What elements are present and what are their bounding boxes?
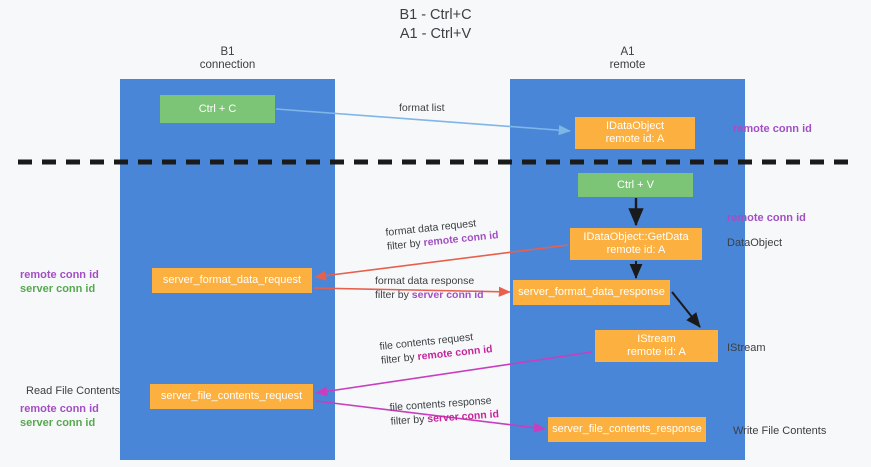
node-ctrl-c-line1: Ctrl + C bbox=[198, 102, 237, 115]
side-label-conn-ids-lower-remote: remote conn id bbox=[20, 403, 99, 415]
node-ctrl-c[interactable]: Ctrl + C bbox=[160, 95, 275, 123]
lane-header-b1-name: B1 bbox=[220, 46, 235, 58]
node-fmt-req-label: server_format_data_request bbox=[162, 274, 302, 286]
side-label-conn-ids-lower-server: server conn id bbox=[20, 417, 96, 429]
side-label-conn-ids-upper: remote conn id server conn id bbox=[20, 268, 99, 296]
node-istream-line1: IStream bbox=[637, 333, 676, 345]
node-ctrl-v[interactable]: Ctrl + V bbox=[578, 173, 693, 197]
side-label-read-file-contents-text: Read File Contents bbox=[26, 385, 121, 397]
node-server-format-data-response[interactable]: server_format_data_response bbox=[513, 280, 670, 305]
side-label-conn-ids-upper-remote: remote conn id bbox=[20, 269, 99, 281]
side-label-dataobject-text: DataObject bbox=[727, 237, 783, 249]
page-title: B1 - Ctrl+C A1 - Ctrl+V bbox=[0, 6, 871, 44]
edge-label-format-data-request: format data request filter by remote con… bbox=[385, 214, 499, 254]
edge-label-format-data-response: format data response filter by server co… bbox=[375, 274, 484, 302]
highlight-server-conn-id-2: server conn id bbox=[426, 408, 500, 426]
node-getdata-line1: IDataObject::GetData bbox=[583, 231, 689, 243]
node-fmt-resp-label: server_format_data_response bbox=[518, 286, 665, 298]
node-server-format-data-request[interactable]: server_format_data_request bbox=[152, 268, 312, 293]
edge-label-file-contents-request: file contents request filter by remote c… bbox=[379, 328, 493, 368]
node-idataobject-line1: IDataObject bbox=[605, 120, 665, 132]
edge-label-format-data-response-filter: filter by server conn id bbox=[375, 289, 484, 301]
node-server-file-contents-request[interactable]: server_file_contents_request bbox=[150, 384, 313, 409]
lane-header-b1: B1 connection bbox=[120, 46, 335, 76]
title-line-1: B1 - Ctrl+C bbox=[399, 7, 472, 23]
node-file-resp-label: server_file_contents_response bbox=[552, 423, 702, 435]
side-label-remote-conn-id-top-text: remote conn id bbox=[733, 123, 812, 135]
node-getdata-line2: remote id: A bbox=[606, 244, 666, 256]
side-label-istream: IStream bbox=[727, 341, 766, 355]
node-idataobject[interactable]: IDataObject remote id: A bbox=[575, 117, 695, 149]
side-label-remote-conn-id-mid-text: remote conn id bbox=[727, 212, 806, 224]
lane-header-b1-role: connection bbox=[199, 59, 256, 71]
node-istream-line2: remote id: A bbox=[627, 346, 686, 358]
node-file-req-label: server_file_contents_request bbox=[160, 390, 303, 402]
side-label-conn-ids-lower: remote conn id server conn id bbox=[20, 402, 99, 430]
side-label-remote-conn-id-top: remote conn id bbox=[733, 122, 812, 136]
edge-label-format-list: format list bbox=[399, 101, 445, 115]
title-line-2: A1 - Ctrl+V bbox=[399, 26, 472, 42]
node-ctrl-v-line1: Ctrl + V bbox=[617, 178, 654, 191]
lane-header-a1: A1 remote bbox=[510, 46, 745, 76]
side-label-write-file-contents-text: Write File Contents bbox=[733, 425, 827, 437]
edge-label-file-contents-response: file contents response filter by server … bbox=[389, 393, 499, 429]
side-label-conn-ids-upper-server: server conn id bbox=[20, 283, 96, 295]
edge-label-format-data-response-text: format data response bbox=[375, 275, 475, 287]
node-server-file-contents-response[interactable]: server_file_contents_response bbox=[548, 417, 706, 442]
node-idataobject-line2: remote id: A bbox=[605, 133, 665, 145]
side-label-write-file-contents: Write File Contents bbox=[733, 424, 826, 438]
highlight-server-conn-id: server conn id bbox=[411, 289, 484, 301]
side-label-read-file-contents: Read File Contents bbox=[26, 384, 120, 398]
node-istream[interactable]: IStream remote id: A bbox=[595, 330, 718, 362]
side-label-dataobject: DataObject bbox=[727, 236, 782, 250]
side-label-istream-text: IStream bbox=[727, 342, 766, 354]
edge-label-format-list-text: format list bbox=[399, 102, 445, 114]
side-label-remote-conn-id-mid: remote conn id bbox=[727, 211, 806, 225]
lane-header-a1-name: A1 bbox=[620, 46, 635, 58]
lane-header-a1-role: remote bbox=[609, 59, 646, 71]
node-idataobject-getdata[interactable]: IDataObject::GetData remote id: A bbox=[570, 228, 702, 260]
